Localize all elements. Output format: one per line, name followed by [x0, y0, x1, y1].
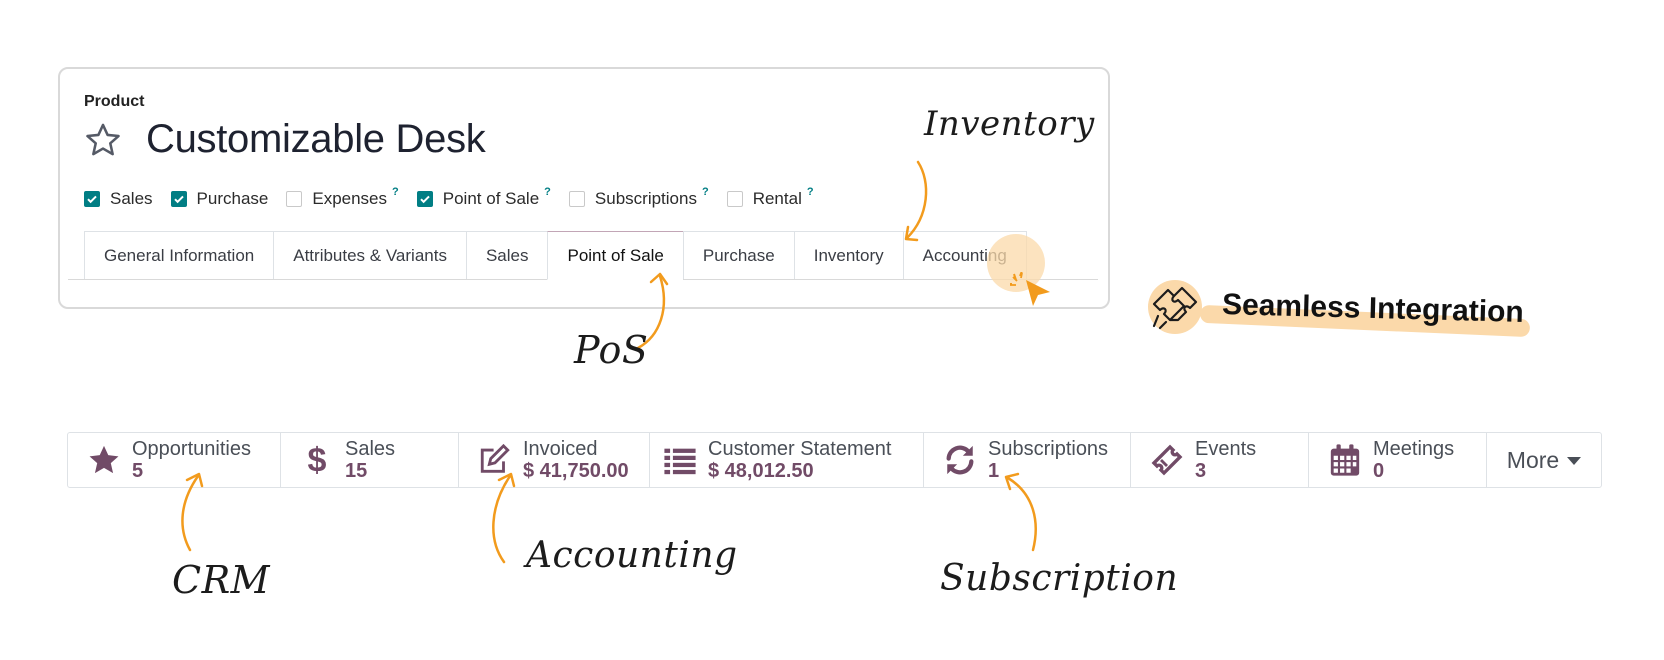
checkbox-rental[interactable]: Rental ?	[726, 186, 814, 209]
annotation-crm: CRM	[172, 558, 271, 602]
svg-text:$: $	[308, 443, 327, 477]
annotation-accounting: Accounting	[526, 535, 738, 576]
list-icon	[660, 440, 700, 480]
arrow-subscription-icon	[1004, 472, 1037, 552]
arrow-accounting-icon	[492, 472, 516, 564]
annotation-subscription: Subscription	[940, 558, 1179, 599]
stat-value: 3	[1195, 460, 1207, 482]
stat-button-sales[interactable]: $ Sales 15	[281, 433, 459, 487]
puzzle-icon	[1152, 286, 1198, 330]
stat-button-invoiced[interactable]: Invoiced $ 41,750.00	[459, 433, 650, 487]
more-dropdown-button[interactable]: More	[1487, 433, 1601, 487]
stat-button-subscriptions[interactable]: Subscriptions 1	[924, 433, 1131, 487]
cursor-pointer-icon	[1010, 272, 1050, 306]
smart-buttons-bar: Opportunities 5 $ Sales 15 Invoiced $ 41…	[67, 432, 1602, 488]
tab-point-of-sale[interactable]: Point of Sale	[547, 231, 683, 280]
stat-button-meetings[interactable]: Meetings 0	[1309, 433, 1487, 487]
checkbox-unchecked-icon[interactable]	[568, 191, 585, 207]
stat-value: 1	[988, 460, 1000, 482]
checkbox-checked-icon[interactable]	[84, 191, 100, 207]
calendar-icon	[1325, 440, 1365, 480]
star-icon	[84, 440, 124, 480]
stat-label: Sales	[345, 438, 396, 460]
arrow-pos-icon	[636, 272, 669, 350]
product-type-checkboxes: Sales Purchase Expenses ? Point of Sale …	[84, 186, 832, 211]
tab-inventory[interactable]: Inventory	[793, 231, 903, 279]
edit-icon	[475, 440, 515, 480]
arrow-crm-icon	[181, 472, 204, 552]
more-label: More	[1506, 446, 1560, 473]
checkbox-label: Expenses	[312, 189, 388, 208]
product-tabs: General Information Attributes & Variant…	[84, 231, 1027, 280]
stat-button-opportunities[interactable]: Opportunities 5	[68, 433, 281, 487]
stat-value: 15	[345, 460, 368, 482]
checkbox-label: Subscriptions	[594, 189, 697, 208]
stat-button-events[interactable]: Events 3	[1131, 433, 1309, 487]
product-label: Product	[84, 93, 145, 110]
stat-value: 0	[1373, 460, 1385, 482]
help-tooltip-icon[interactable]: ?	[544, 186, 551, 198]
tab-attributes-variants[interactable]: Attributes & Variants	[273, 231, 466, 279]
checkbox-unchecked-icon[interactable]	[286, 191, 303, 207]
ticket-icon	[1147, 440, 1187, 480]
checkbox-checked-icon[interactable]	[416, 191, 433, 207]
product-title[interactable]: Customizable Desk	[146, 117, 486, 161]
refresh-icon	[940, 440, 980, 480]
stat-label: Meetings	[1373, 438, 1455, 460]
tab-general-information[interactable]: General Information	[84, 231, 274, 279]
dollar-icon: $	[297, 440, 337, 480]
help-tooltip-icon[interactable]: ?	[701, 186, 709, 198]
tab-purchase[interactable]: Purchase	[682, 231, 794, 279]
stat-value: $ 41,750.00	[523, 460, 629, 482]
stat-label: Invoiced	[523, 438, 598, 460]
checkbox-purchase[interactable]: Purchase	[170, 189, 269, 209]
product-form-card: Product Customizable Desk Sales Purchase…	[58, 67, 1110, 309]
favorite-star-icon[interactable]	[84, 121, 122, 159]
stat-button-customer-statement[interactable]: Customer Statement $ 48,012.50	[650, 433, 924, 487]
caret-down-icon	[1567, 457, 1582, 465]
annotation-inventory: Inventory	[924, 104, 1095, 144]
stat-label: Events	[1195, 438, 1257, 460]
stat-label: Opportunities	[132, 438, 251, 460]
stat-value: 5	[132, 460, 144, 482]
checkbox-label: Sales	[110, 189, 153, 208]
stat-label: Customer Statement	[708, 438, 892, 460]
checkbox-sales[interactable]: Sales	[84, 189, 153, 209]
checkbox-point-of-sale[interactable]: Point of Sale ?	[416, 186, 551, 209]
help-tooltip-icon[interactable]: ?	[392, 186, 399, 198]
stat-value: $ 48,012.50	[708, 460, 814, 482]
checkbox-label: Rental	[752, 189, 802, 208]
tab-sales[interactable]: Sales	[465, 231, 548, 279]
help-tooltip-icon[interactable]: ?	[806, 186, 814, 198]
click-highlight	[987, 234, 1045, 292]
annotation-pos: PoS	[574, 328, 649, 372]
checkbox-checked-icon[interactable]	[170, 191, 187, 207]
stat-label: Subscriptions	[988, 438, 1109, 460]
checkbox-unchecked-icon[interactable]	[726, 191, 743, 207]
checkbox-label: Purchase	[196, 189, 269, 208]
checkbox-label: Point of Sale	[442, 189, 540, 208]
checkbox-expenses[interactable]: Expenses ?	[286, 186, 399, 209]
checkbox-subscriptions[interactable]: Subscriptions ?	[568, 186, 709, 209]
arrow-inventory-icon	[904, 160, 928, 242]
